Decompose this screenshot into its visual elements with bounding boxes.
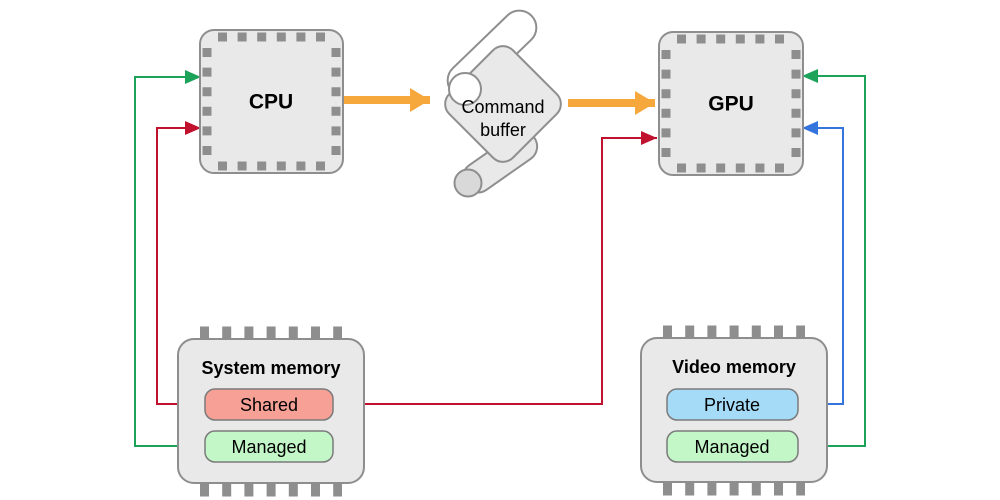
system-managed-storage-label: Managed (231, 437, 306, 457)
gpu-chip: GPU (658, 31, 804, 176)
edge-gpu-video-managed (800, 69, 866, 453)
video-memory-chip: Video memory Private Managed (640, 325, 828, 496)
gpu-chip-body (658, 31, 804, 176)
system-memory-pins (200, 326, 342, 497)
video-managed-storage-label: Managed (694, 437, 769, 457)
private-storage-label: Private (704, 395, 760, 415)
command-buffer-label-line1: Command (461, 97, 544, 117)
edge-system-shared-gpu (335, 131, 657, 411)
command-buffer-node: Command buffer (444, 9, 562, 198)
cpu-chip-body (199, 29, 344, 174)
scroll-curl (448, 72, 482, 106)
cpu-chip: CPU (199, 29, 344, 174)
edge-cpu-system-managed (134, 70, 203, 453)
system-managed-storage-region (204, 430, 334, 463)
system-memory-title: System memory (201, 358, 340, 378)
video-managed-storage-region (666, 430, 799, 463)
video-memory-pins (663, 325, 805, 496)
system-memory-chip: System memory Shared Managed (177, 326, 365, 497)
private-storage-region (666, 388, 799, 421)
gpu-label: GPU (708, 93, 754, 116)
shared-storage-label: Shared (240, 395, 298, 415)
command-buffer-label-line2: buffer (480, 120, 526, 140)
cpu-label: CPU (249, 91, 293, 114)
scroll-tail-roll-end (453, 168, 483, 198)
shared-storage-region (204, 388, 334, 421)
video-memory-title: Video memory (672, 357, 796, 377)
edges (134, 69, 866, 453)
